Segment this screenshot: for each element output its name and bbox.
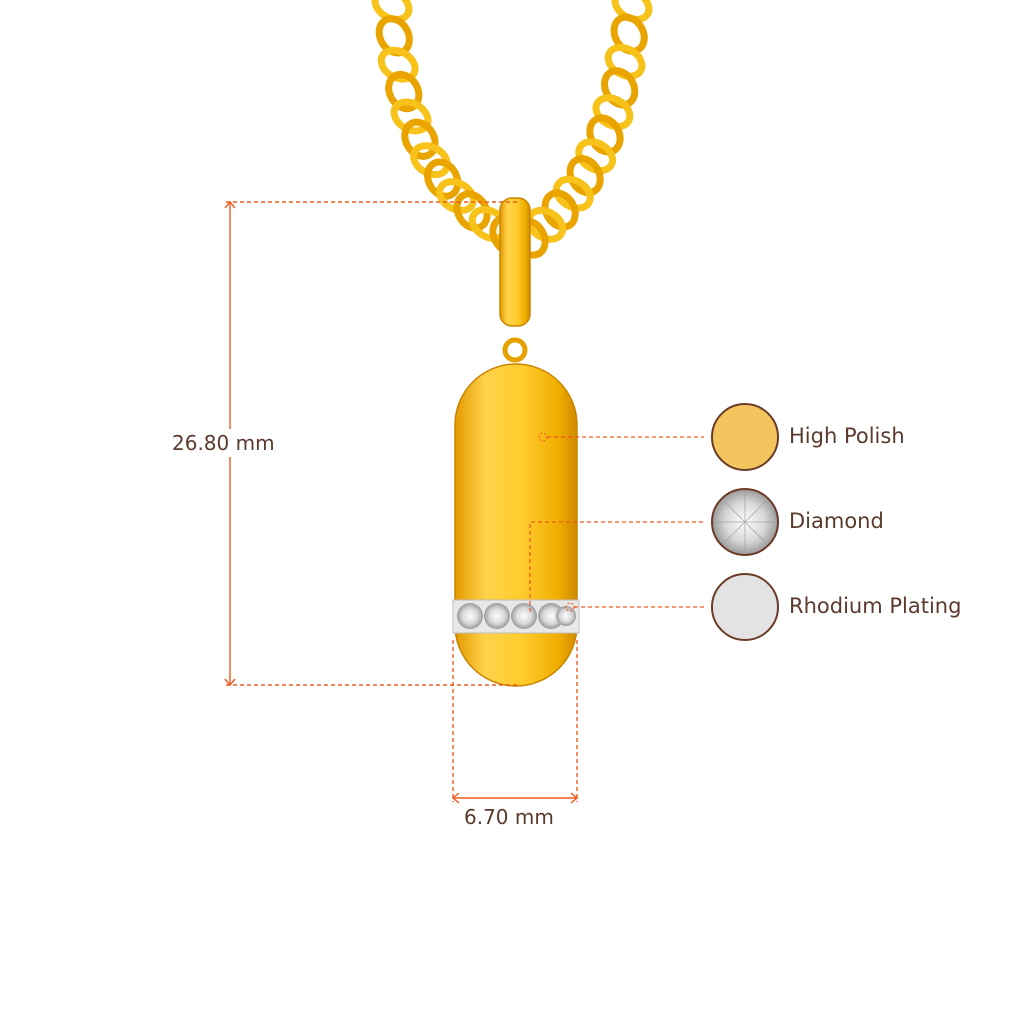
chain-link <box>401 118 439 160</box>
chain-link <box>424 158 462 200</box>
chain <box>371 0 653 259</box>
width-label: 6.70 mm <box>460 803 558 831</box>
chain-link <box>610 13 648 55</box>
chain-link <box>592 94 634 131</box>
width-dimension <box>451 640 579 804</box>
chain-link <box>410 142 451 179</box>
bail <box>499 197 531 363</box>
material-label-diamond: Diamond <box>789 509 884 533</box>
diamond-band <box>457 603 576 629</box>
chain-link <box>541 189 579 231</box>
capsule-pendant <box>452 363 580 687</box>
chain-link <box>390 98 432 135</box>
gold-swatch-icon <box>711 403 779 471</box>
rhodium-swatch-icon <box>711 573 779 641</box>
chain-link <box>436 178 477 214</box>
material-label-rhodium: Rhodium Plating <box>789 594 962 618</box>
diamond-swatch-icon <box>711 488 779 556</box>
callout-lines <box>529 432 704 612</box>
chain-link <box>552 175 594 212</box>
chain-link <box>453 190 491 232</box>
height-label: 26.80 mm <box>168 429 279 457</box>
chain-link <box>575 138 617 175</box>
material-label-high-polish: High Polish <box>789 424 905 448</box>
chain-link <box>385 70 423 113</box>
